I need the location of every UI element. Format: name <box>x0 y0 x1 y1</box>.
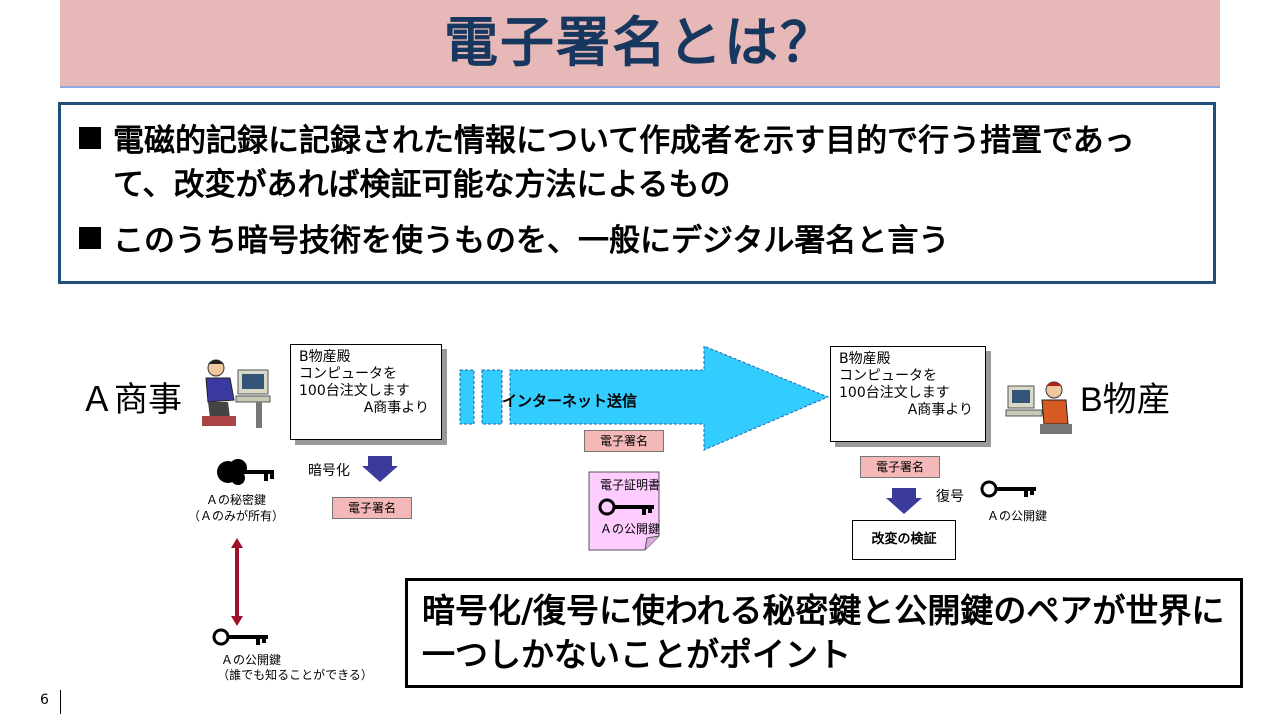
encrypt-label: 暗号化 <box>308 463 350 479</box>
verify-box: 改変の検証 <box>852 520 956 560</box>
secret-key-label: Ａの秘密鍵 <box>205 493 266 507</box>
down-arrow-icon <box>362 456 398 482</box>
bullet-text: このうち暗号技術を使うものを、一般にデジタル署名と言う <box>113 223 950 259</box>
secret-key-note: （Ａのみが所有） <box>187 509 284 523</box>
receiver-label: B物産 <box>1080 381 1171 419</box>
document-line: A商事より <box>907 402 973 418</box>
bullet-square-icon <box>79 227 101 249</box>
public-key-note: （誰でも知ることができる） <box>217 668 373 682</box>
certificate-document <box>588 471 660 551</box>
definition-bullet: このうち暗号技術を使うものを、一般にデジタル署名と言う <box>79 219 1193 263</box>
bullet-text: 電磁的記録に記録された情報について作成者を示す目的で行う措置であって、改変があれ… <box>113 123 1135 203</box>
document-line: 100台注文します <box>839 385 950 401</box>
internet-transmission-arrow <box>459 345 830 451</box>
key-point-callout: 暗号化/復号に使われる秘密鍵と公開鍵のペアが世界に一つしかないことがポイント <box>405 578 1243 688</box>
title-bar <box>60 0 1220 88</box>
definition-box: 電磁的記録に記録された情報について作成者を示す目的で行う措置であって、改変があれ… <box>58 102 1216 284</box>
key-icon <box>212 628 268 646</box>
document-line: B物産殿 <box>839 351 891 367</box>
bullet-square-icon <box>79 127 101 149</box>
document-line: コンピュータを <box>299 366 397 382</box>
internet-transmission-label: インターネット送信 <box>502 392 638 410</box>
double-arrow-icon <box>231 538 243 626</box>
person-at-computer-icon <box>1005 381 1072 434</box>
order-document: B物産殿 コンピュータを 100台注文します A商事より <box>290 344 442 440</box>
key-icon <box>598 498 654 516</box>
certificate-key-label: Ａの公開鍵 <box>599 522 660 536</box>
signature-badge: 電子署名 <box>332 497 412 519</box>
page-number: 6 <box>40 692 49 708</box>
secret-key-icon <box>217 459 274 485</box>
page-title: 電子署名とは？ <box>444 11 836 74</box>
down-arrow-icon <box>886 488 922 514</box>
document-line: コンピュータを <box>839 368 937 384</box>
definition-bullet: 電磁的記録に記録された情報について作成者を示す目的で行う措置であって、改変があれ… <box>79 119 1193 207</box>
certificate-title: 電子証明書 <box>599 478 660 492</box>
decrypt-label: 復号 <box>936 489 964 505</box>
key-icon <box>980 480 1036 498</box>
page-number-divider <box>60 690 61 714</box>
document-line: A商事より <box>363 400 429 416</box>
signature-badge: 電子署名 <box>584 430 664 452</box>
document-line: B物産殿 <box>299 349 351 365</box>
document-line: 100台注文します <box>299 383 410 399</box>
receiver-public-key-label: Ａの公開鍵 <box>986 509 1047 523</box>
person-at-computer-icon <box>202 359 271 428</box>
received-document: B物産殿 コンピュータを 100台注文します A商事より <box>830 346 986 442</box>
public-key-label: Ａの公開鍵 <box>220 653 281 667</box>
signature-badge: 電子署名 <box>860 456 940 478</box>
sender-label: Ａ商事 <box>80 381 182 419</box>
